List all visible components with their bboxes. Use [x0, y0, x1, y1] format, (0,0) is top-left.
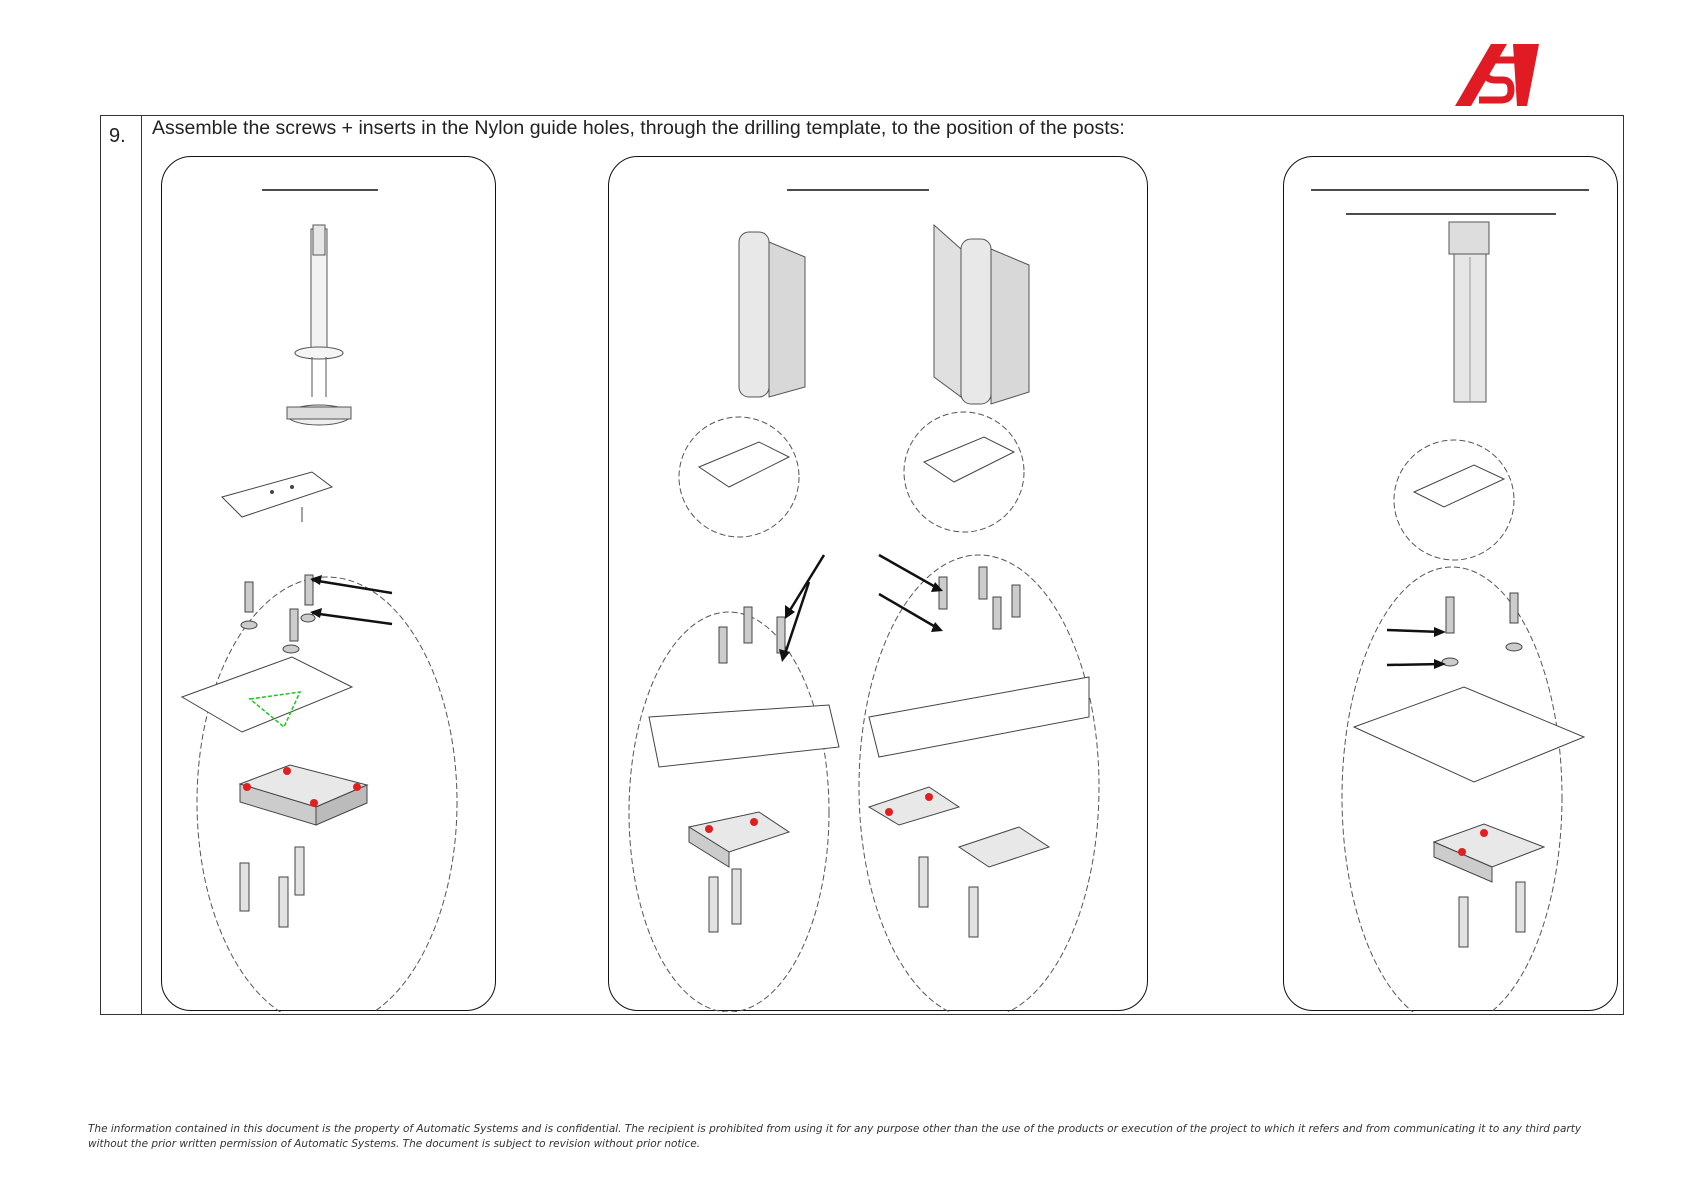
screw-icon — [244, 574, 314, 642]
automatic-systems-logo-icon — [1455, 44, 1539, 106]
drilling-template-icon — [221, 471, 334, 522]
step-number-cell: 9. — [101, 116, 142, 1014]
arrow-insert — [782, 581, 811, 658]
panel-single-post — [161, 156, 496, 1012]
confidentiality-footer: The information contained in this docume… — [88, 1122, 1608, 1152]
arrow-insert — [311, 611, 393, 626]
step-number: 9. — [109, 125, 126, 147]
column-post-illustration — [1311, 189, 1589, 1012]
round-post-icon — [286, 224, 352, 426]
insert-icon — [240, 613, 316, 654]
arrow-screw — [311, 578, 393, 595]
arrow-screw — [1386, 628, 1443, 634]
single-post-illustration — [180, 189, 458, 1012]
panel-column-post — [1283, 156, 1618, 1012]
hinged-wing-post-icon — [738, 223, 1030, 405]
panel-double-post — [608, 156, 1148, 1012]
footer-line-1: The information contained in this docume… — [88, 1123, 1582, 1135]
detail-ellipse — [196, 576, 458, 1012]
screw-icon — [718, 566, 1021, 664]
double-post-illustration — [628, 189, 1100, 1012]
step-table: 9. Assemble the screws + inserts in the … — [100, 115, 1624, 1015]
footer-line-2: without the prior written permission of … — [88, 1138, 701, 1150]
square-column-post-icon — [1448, 221, 1490, 403]
arrow-insert — [1386, 662, 1443, 667]
step-instruction: Assemble the screws + inserts in the Nyl… — [152, 117, 1125, 139]
arrow-screw — [785, 554, 826, 616]
